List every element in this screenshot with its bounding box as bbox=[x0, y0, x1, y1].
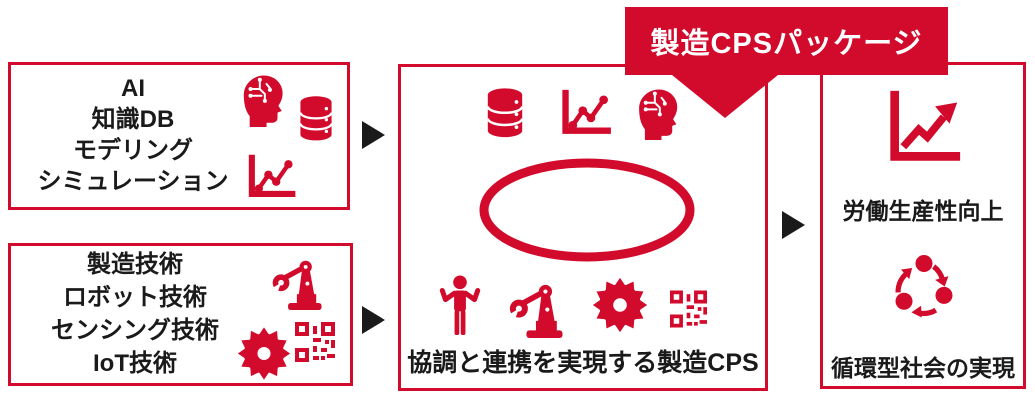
center-cps-box: 協調と連携を実現する製造CPS bbox=[398, 64, 768, 391]
ellipse-ring bbox=[479, 158, 695, 262]
robot-arm-icon bbox=[265, 259, 327, 310]
robot-arm-icon bbox=[501, 283, 569, 338]
tech-label: IoT技術 bbox=[93, 349, 177, 377]
flow-arrow-icon bbox=[362, 121, 385, 149]
banner-label: 製造CPSパッケージ bbox=[650, 28, 923, 60]
cycle-icon bbox=[887, 241, 961, 329]
tech-label: センシング技術 bbox=[51, 316, 219, 344]
brain-circuit-icon bbox=[235, 73, 288, 127]
banner-pointer-icon bbox=[672, 75, 778, 118]
flow-arrow-icon bbox=[362, 306, 385, 334]
outcome-label: 労働生産性向上 bbox=[842, 198, 1004, 224]
tech-label: 製造技術 bbox=[87, 250, 183, 278]
center-caption: 協調と連携を実現する製造CPS bbox=[407, 349, 759, 377]
cps-package-banner: 製造CPSパッケージ bbox=[625, 7, 948, 118]
tech-label: シミュレーション bbox=[37, 168, 229, 195]
database-icon bbox=[483, 87, 527, 140]
saw-blade-icon bbox=[237, 326, 291, 381]
tech-label: ロボット技術 bbox=[63, 283, 207, 311]
tech-label: 知識DB bbox=[91, 106, 175, 133]
qr-code-icon bbox=[295, 322, 335, 362]
outcomes-box: 労働生産性向上 循環型社会の実現 bbox=[820, 62, 1026, 389]
physical-tech-labels: 製造技術 ロボット技術 センシング技術 IoT技術 bbox=[17, 246, 253, 381]
flow-arrow-icon bbox=[782, 211, 805, 239]
digital-tech-labels: AI 知識DB モデリング シミュレーション bbox=[17, 65, 249, 205]
saw-blade-icon bbox=[592, 275, 648, 335]
person-icon bbox=[438, 275, 482, 335]
qr-code-icon bbox=[670, 290, 707, 328]
tech-label: AI bbox=[121, 75, 145, 102]
outcome-label: 循環型社会の実現 bbox=[831, 355, 1015, 381]
growth-chart-icon bbox=[886, 88, 963, 167]
database-icon bbox=[297, 95, 335, 143]
tech-label: モデリング bbox=[73, 137, 193, 164]
digital-tech-box: AI 知識DB モデリング シミュレーション bbox=[8, 62, 350, 210]
physical-tech-box: 製造技術 ロボット技術 センシング技術 IoT技術 bbox=[8, 243, 353, 386]
line-chart-icon bbox=[558, 88, 613, 137]
line-chart-icon bbox=[245, 153, 297, 200]
